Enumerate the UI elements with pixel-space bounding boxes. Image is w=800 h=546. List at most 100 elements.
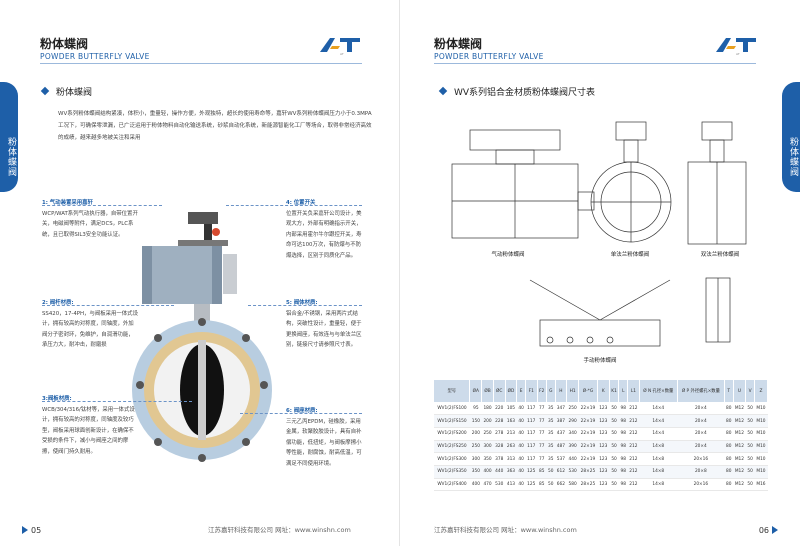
table-cell: 250: [469, 440, 482, 454]
table-cell: M10: [754, 414, 768, 428]
table-cell: 117: [525, 402, 538, 416]
leader-line: [42, 305, 174, 306]
table-header-cell: ØD: [505, 380, 518, 402]
table-cell: 400: [481, 465, 494, 479]
table-header-cell: Ø N 孔径×数量: [639, 380, 678, 402]
table-cell: 35: [546, 427, 556, 441]
table-cell: 117: [525, 427, 538, 441]
table-cell: 123: [597, 427, 610, 441]
table-cell: M10: [754, 452, 768, 466]
table-cell: 250: [481, 427, 494, 441]
table-cell: 123: [597, 465, 610, 479]
leader-line: [42, 401, 192, 402]
table-header-cell: Z: [754, 380, 769, 402]
table-cell: 35: [546, 440, 556, 454]
diamond-bullet-icon: [40, 86, 50, 96]
table-cell: 212: [627, 440, 640, 454]
valve-illustration: [132, 212, 272, 462]
table-cell: 387: [555, 414, 567, 428]
diamond-bullet-icon: [438, 86, 448, 96]
table-cell: 40: [516, 414, 526, 428]
section-heading: 粉体蝶阀: [40, 85, 92, 98]
table-header-cell: Ø P 外径螺孔×数量: [677, 380, 725, 402]
table-cell: 20×4: [677, 427, 725, 441]
triangle-marker-icon: [772, 526, 778, 534]
table-cell: 50: [745, 440, 755, 454]
table-cell: 98: [618, 452, 628, 466]
table-header-cell: F1: [525, 380, 538, 402]
table-cell: 328: [493, 440, 506, 454]
table-cell: 40: [516, 465, 526, 479]
intro-paragraph: WV系列粉体蝶阀结构紧凑，体积小，重量轻，操作方便，外观独特，超长的使用寿命等，…: [58, 111, 372, 141]
table-cell: 50: [745, 452, 755, 466]
table-cell: 50: [609, 427, 619, 441]
table-header-cell: V: [745, 380, 755, 402]
footer-text: 江苏嘉轩科技有限公司 网址：www.winshn.com: [208, 526, 351, 534]
page-subtitle: POWDER BUTTERFLY VALVE: [40, 52, 150, 61]
table-cell: 212: [627, 478, 640, 492]
table-cell: 98: [618, 478, 628, 492]
table-cell: 123: [597, 402, 610, 416]
leader-line: [226, 205, 362, 206]
table-cell: 530: [493, 478, 506, 492]
dimension-table: 型号 ØA ØB ØC ØD E F1 F2 G H H1 Ø-*G K K1 …: [434, 380, 769, 492]
table-cell: 50: [609, 478, 619, 492]
leader-line: [240, 413, 362, 414]
table-cell: 117: [525, 414, 538, 428]
table-cell: 300: [469, 452, 482, 466]
table-header-cell: 型号: [434, 380, 471, 402]
leader-line: [248, 305, 362, 306]
table-header-cell: ØA: [469, 380, 483, 402]
table-cell: M10: [754, 402, 768, 416]
table-cell: 14×4: [639, 414, 678, 428]
table-cell: 14×8: [639, 465, 678, 479]
leader-line: [42, 205, 162, 206]
table-cell: 530: [566, 465, 579, 479]
table-cell: 662: [555, 478, 567, 492]
table-cell: 85: [537, 465, 547, 479]
table-cell: M16: [754, 478, 768, 492]
table-cell: 212: [627, 402, 640, 416]
table-cell: 50: [745, 478, 755, 492]
figure-caption: 气动粉体蝶阀: [491, 252, 525, 258]
technical-drawings: [451, 121, 747, 347]
table-cell: 125: [525, 465, 538, 479]
table-header-cell: ØB: [481, 380, 494, 402]
table-cell: 80: [724, 465, 734, 479]
table-cell: 77: [537, 440, 547, 454]
table-header-cell: ØC: [493, 380, 506, 402]
table-cell: WV1(2)FS100: [434, 402, 470, 416]
table-cell: 580: [566, 478, 579, 492]
table-cell: 80: [724, 452, 734, 466]
table-cell: 50: [609, 414, 619, 428]
table-header-cell: K: [597, 380, 610, 402]
table-cell: 437: [555, 427, 567, 441]
table-header-cell: L1: [627, 380, 640, 402]
table-cell: 20×16: [677, 478, 725, 492]
table-cell: M12: [733, 478, 746, 492]
table-cell: M10: [754, 427, 768, 441]
brand-logo-icon: AT: [716, 38, 756, 56]
table-cell: 213: [505, 427, 517, 441]
table-cell: 612: [555, 465, 567, 479]
table-cell: 98: [618, 465, 628, 479]
table-cell: 123: [597, 440, 610, 454]
table-cell: 28×25: [578, 478, 598, 492]
table-cell: 220: [493, 402, 506, 416]
table-cell: 77: [537, 414, 547, 428]
table-cell: 212: [627, 465, 640, 479]
table-cell: 537: [555, 452, 567, 466]
table-cell: 22×19: [578, 452, 598, 466]
table-cell: 50: [609, 452, 619, 466]
table-cell: 123: [597, 478, 610, 492]
svg-text:AT: AT: [736, 52, 740, 56]
table-cell: 14×4: [639, 402, 678, 416]
table-header-cell: H1: [566, 380, 579, 402]
table-cell: 22×19: [578, 440, 598, 454]
table-header-cell: E: [516, 380, 526, 402]
header-rule: [434, 63, 756, 64]
